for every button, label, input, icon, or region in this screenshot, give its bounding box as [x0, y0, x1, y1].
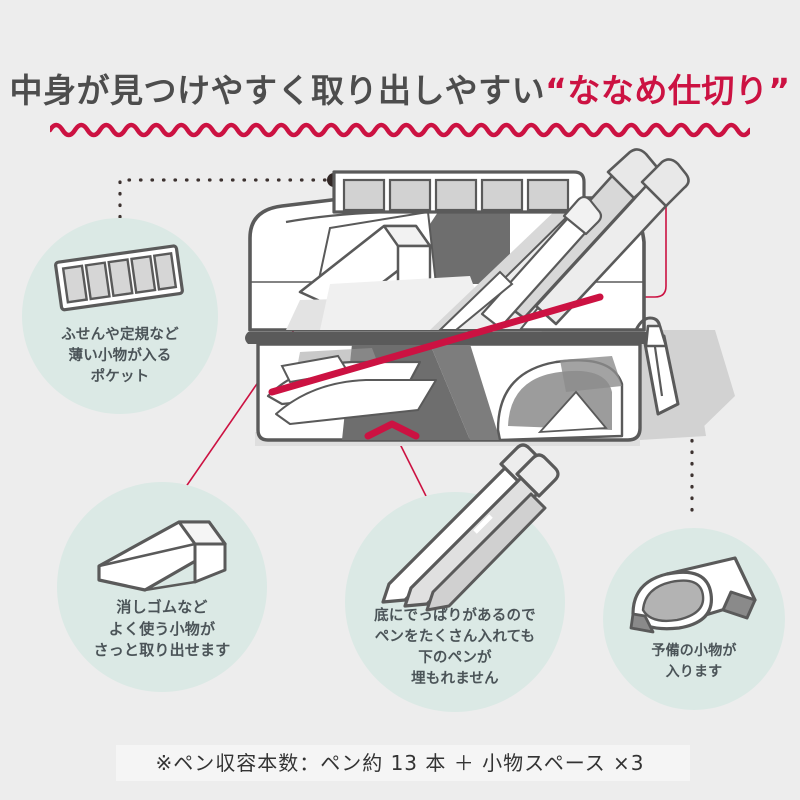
callout-line: 下のペンが [418, 649, 492, 666]
callout-pocket[interactable]: ふせんや定規など 薄い小物が入る ポケット [22, 218, 218, 414]
eraser-icon [97, 520, 227, 592]
diagonal-divider-highlight [268, 293, 604, 440]
lid-pocket-5-slots [332, 170, 586, 214]
callout-spare-text: 予備の小物が 入ります [651, 641, 736, 710]
callout-eraser[interactable]: 消しゴムなど よく使う小物が さっと取り出せます [57, 482, 267, 692]
page-title: 中身が見つけやすく取り出しやすい“ななめ仕切り” [0, 74, 800, 107]
footer-note: ※ペン収容本数：ペン約 13 本 ＋ 小物スペース ×3 [155, 751, 645, 775]
title-main-text: 中身が見つけやすく取り出しやすい [9, 71, 546, 110]
case-rim [245, 332, 648, 344]
case-lower-body [256, 342, 642, 442]
callout-line: よく使う小物が [108, 619, 216, 638]
case-upper-body [248, 196, 646, 332]
callout-line: 底にでっぱりがあるので [374, 607, 536, 624]
correction-tape-icon [629, 556, 757, 634]
callout-pens[interactable]: 底にでっぱりがあるので ペンをたくさん入れても 下のペンが 埋もれません [345, 443, 565, 712]
callout-line: 入ります [665, 663, 723, 680]
pencils-icon [381, 443, 560, 612]
callout-spare[interactable]: 予備の小物が 入ります [603, 528, 785, 710]
callout-line: 埋もれません [411, 670, 499, 687]
pens-in-case [437, 148, 690, 331]
case-shadow [255, 330, 735, 446]
title-accent-text: “ななめ仕切り” [545, 71, 791, 110]
footer-note-band [116, 745, 690, 781]
connector-red-divider [411, 160, 667, 304]
callout-line: ふせんや定規など [61, 326, 179, 343]
callout-line: ポケット [90, 368, 150, 385]
callout-line: 薄い小物が入る [68, 347, 172, 364]
sticky-note-pocket-icon [54, 244, 184, 312]
title-wavy-underline [50, 122, 750, 138]
callout-line: 予備の小物が [651, 643, 737, 660]
callout-pens-text: 底にでっぱりがあるので ペンをたくさん入れても 下のペンが 埋もれません [374, 606, 536, 712]
callout-line: ペンをたくさん入れても [374, 628, 536, 645]
eraser-in-case [298, 224, 432, 314]
callout-pocket-text: ふせんや定規など 薄い小物が入る ポケット [61, 325, 179, 414]
zipper-pull-icon [634, 316, 680, 416]
callout-line: 消しゴムなど [116, 597, 208, 616]
callout-line: さっと取り出せます [93, 641, 231, 660]
callout-eraser-text: 消しゴムなど よく使う小物が さっと取り出せます [94, 597, 231, 692]
